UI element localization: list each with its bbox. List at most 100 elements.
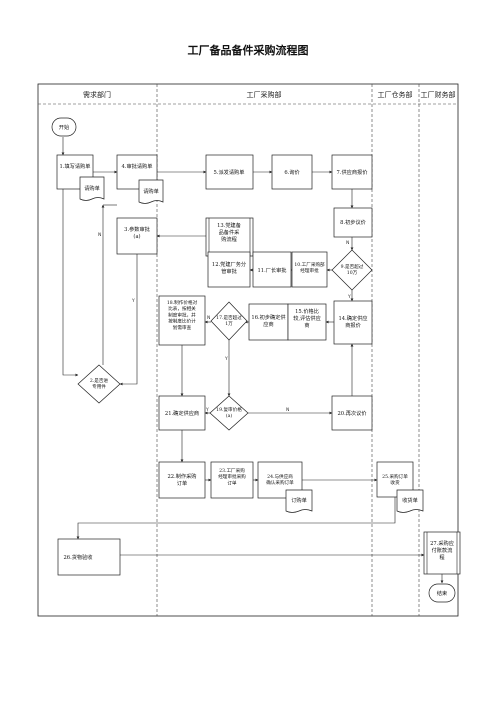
label-line: 确认采购订单 (266, 479, 294, 486)
node-23-manager-approve-po: 23.工厂采购经理审批采购订单 (210, 461, 254, 499)
label-line: 请购单 (143, 187, 159, 195)
page-title: 工厂备品备件采购流程图 (188, 43, 309, 57)
node-10-manager-approval: 10.工厂采购部经理审批 (291, 251, 328, 288)
label-line: 订购单 (291, 496, 307, 504)
node-25-label: 25.采购订单收货 (382, 473, 408, 486)
label-line: 订单 (227, 479, 237, 486)
label-line: 21.确定供应商 (165, 409, 199, 417)
node-7-supplier-quote: 7.供应商报价 (331, 154, 373, 190)
label-yes: Y (347, 294, 351, 300)
label-line: 19.复审价格 (216, 406, 242, 413)
label-line: 9.是否超过 (341, 263, 364, 270)
end-label: 结束 (437, 589, 447, 597)
label-line: 购流程 (221, 235, 237, 243)
node-1-label: 1.填写请购单 (60, 162, 91, 170)
node-16-label: 16.初步确定供应商 (251, 313, 285, 328)
node-24-label: 24.与供应商确认采购订单 (266, 473, 294, 486)
label-line: 11.厂长审批 (258, 266, 287, 274)
label-line: 14.确定供应 (339, 314, 368, 322)
node-20-label: 20.再次议价 (338, 409, 368, 417)
node-7-label: 7.供应商报价 (337, 168, 369, 176)
node-22-label: 22.制作采购订单 (168, 472, 197, 487)
doc-requisition-1: 请购单 (79, 176, 105, 201)
label-line: 10万 (347, 270, 358, 276)
label-line: 22.制作采购 (168, 472, 197, 480)
doc-receipt: 收货单 (396, 489, 424, 513)
label-line: 1万 (225, 321, 233, 327)
label-line: 比表，按相关 (168, 305, 196, 312)
label-line: 请购单 (84, 184, 100, 192)
label-line: 收货 (390, 479, 400, 486)
node-18-label: 18.制作价格对比表，按相关制度审批，并按制度比价计划需审查 (167, 299, 198, 331)
label-no: N (207, 315, 210, 321)
doc-receipt-label: 收货单 (402, 496, 418, 504)
connectors (61, 137, 444, 584)
node-15-evaluate-suppliers: 15.价格比较,评估供应商 (287, 303, 327, 341)
label-yes: Y (224, 356, 228, 362)
label-line: 13.党建备 (217, 221, 242, 229)
doc-requisition-1-label: 请购单 (84, 184, 100, 192)
node-27-label: 27.采购应付账款流程 (430, 539, 454, 561)
label-no: N (286, 407, 289, 413)
node-26-goods-inspection: 26.货物验收 (57, 538, 121, 576)
node-21-label: 21.确定供应商 (165, 409, 199, 417)
node-5-label: 5.派发请购单 (214, 168, 245, 176)
label-line: 3.参数审批 (124, 225, 150, 233)
label-line: 划需审查 (173, 324, 192, 331)
lane-header-demand: 需求部门 (83, 90, 111, 99)
label-line: 24.与供应商 (267, 473, 293, 480)
node-18-price-comparison: 18.制作价格对比表，按相关制度审批，并按制度比价计划需审查 (158, 295, 206, 346)
node-3-label: 3.参数审批(a) (124, 225, 150, 240)
label-line: 订单 (177, 479, 187, 487)
node-20-renegotiate: 20.再次议价 (331, 395, 373, 431)
node-13-party-procurement: 13.党建备品备件采购流程 (205, 217, 254, 257)
node-23-label: 23.工厂采购经理审批采购订单 (218, 467, 246, 486)
label-line: 按制度比价计 (168, 318, 196, 325)
node-14-label: 14.确定供应商报价 (339, 314, 368, 329)
node-15-label: 15.价格比较,评估供应商 (293, 307, 321, 329)
label-line: 程 (439, 553, 444, 561)
label-line: (a) (226, 412, 233, 419)
label-line: 16.初步确定供 (251, 313, 285, 321)
decision-2-special-part: 2.是否进专用件 (77, 364, 121, 404)
node-10-label: 10.工厂采购部经理审批 (294, 261, 325, 274)
node-4-label: 4.审批请购单 (122, 162, 153, 170)
node-13-label: 13.党建备品备件采购流程 (217, 221, 242, 243)
node-16-preliminary-supplier: 16.初步确定供应商 (248, 303, 289, 341)
label-no: N (346, 240, 349, 246)
label-yes: Y (205, 407, 209, 413)
node-5-dispatch-requisition: 5.派发请购单 (205, 154, 254, 190)
node-6-inquiry: 6.询价 (271, 154, 313, 190)
node-12-label: 12.党建厂务分管审批 (212, 260, 246, 275)
decision-19-label: 19.复审价格(a) (216, 406, 242, 419)
decision-2-label: 2.是否进专用件 (90, 377, 109, 390)
node-26-label: 26.货物验收 (64, 553, 93, 561)
label-line: 商报价 (345, 321, 361, 329)
lane-header-finance: 工厂财务部 (421, 90, 456, 99)
label-line: 制度审批，并 (168, 311, 196, 318)
label-line: 经理审批采购 (218, 473, 246, 480)
lane-header-purchasing: 工厂采购部 (247, 90, 282, 99)
label-line: 商 (304, 321, 309, 329)
label-line: 17.是否超过 (216, 314, 242, 321)
decision-19-price-review: 19.复审价格(a) (209, 395, 249, 431)
start-label: 开始 (59, 123, 70, 131)
node-start: 开始 (51, 117, 77, 137)
label-yes: Y (131, 298, 135, 304)
label-line: 4.审批请购单 (122, 162, 153, 170)
label-line: 1.填写请购单 (60, 162, 91, 170)
doc-requisition-2: 请购单 (138, 179, 164, 204)
node-end: 结束 (428, 583, 456, 603)
label-line: 应商 (263, 320, 273, 328)
label-line: 25.采购订单 (382, 473, 408, 480)
label-line: 5.派发请购单 (214, 168, 245, 176)
label-line: 15.价格比 (295, 307, 319, 315)
label-line: 收货单 (402, 496, 418, 504)
label-line: 23.工厂采购 (219, 467, 245, 474)
label-line: 管审批 (221, 267, 237, 275)
label-line: 专用件 (92, 383, 106, 390)
